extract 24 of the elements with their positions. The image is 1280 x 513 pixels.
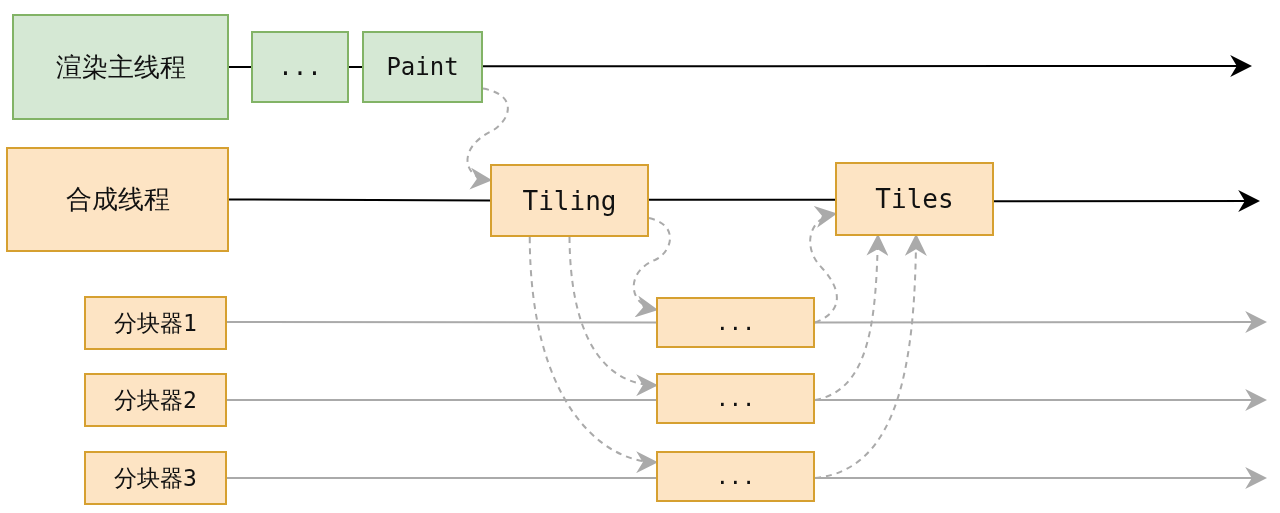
task-box: ... — [656, 297, 815, 348]
task-box: ... — [656, 373, 815, 424]
task-box: Tiling — [490, 164, 649, 237]
connector-line — [226, 477, 657, 480]
connector-line — [226, 320, 657, 324]
connector-line — [228, 66, 252, 68]
arrow — [993, 190, 1261, 212]
arrow — [466, 87, 509, 188]
thread-box: 分块器3 — [84, 451, 227, 505]
connector-line — [648, 198, 836, 201]
task-box: ... — [251, 31, 349, 103]
thread-box: 分块器2 — [84, 373, 227, 427]
thread-box: 渲染主线程 — [12, 14, 229, 120]
arrow — [482, 55, 1253, 77]
connector-line — [226, 399, 657, 402]
task-box: ... — [656, 451, 815, 502]
thread-box: 分块器1 — [84, 296, 227, 350]
arrow — [632, 217, 671, 316]
connector-line — [348, 66, 363, 68]
task-box: Paint — [362, 31, 483, 103]
arrow — [809, 207, 838, 324]
task-box: Tiles — [835, 162, 994, 236]
connector-line — [228, 198, 491, 202]
thread-box: 合成线程 — [6, 147, 229, 252]
